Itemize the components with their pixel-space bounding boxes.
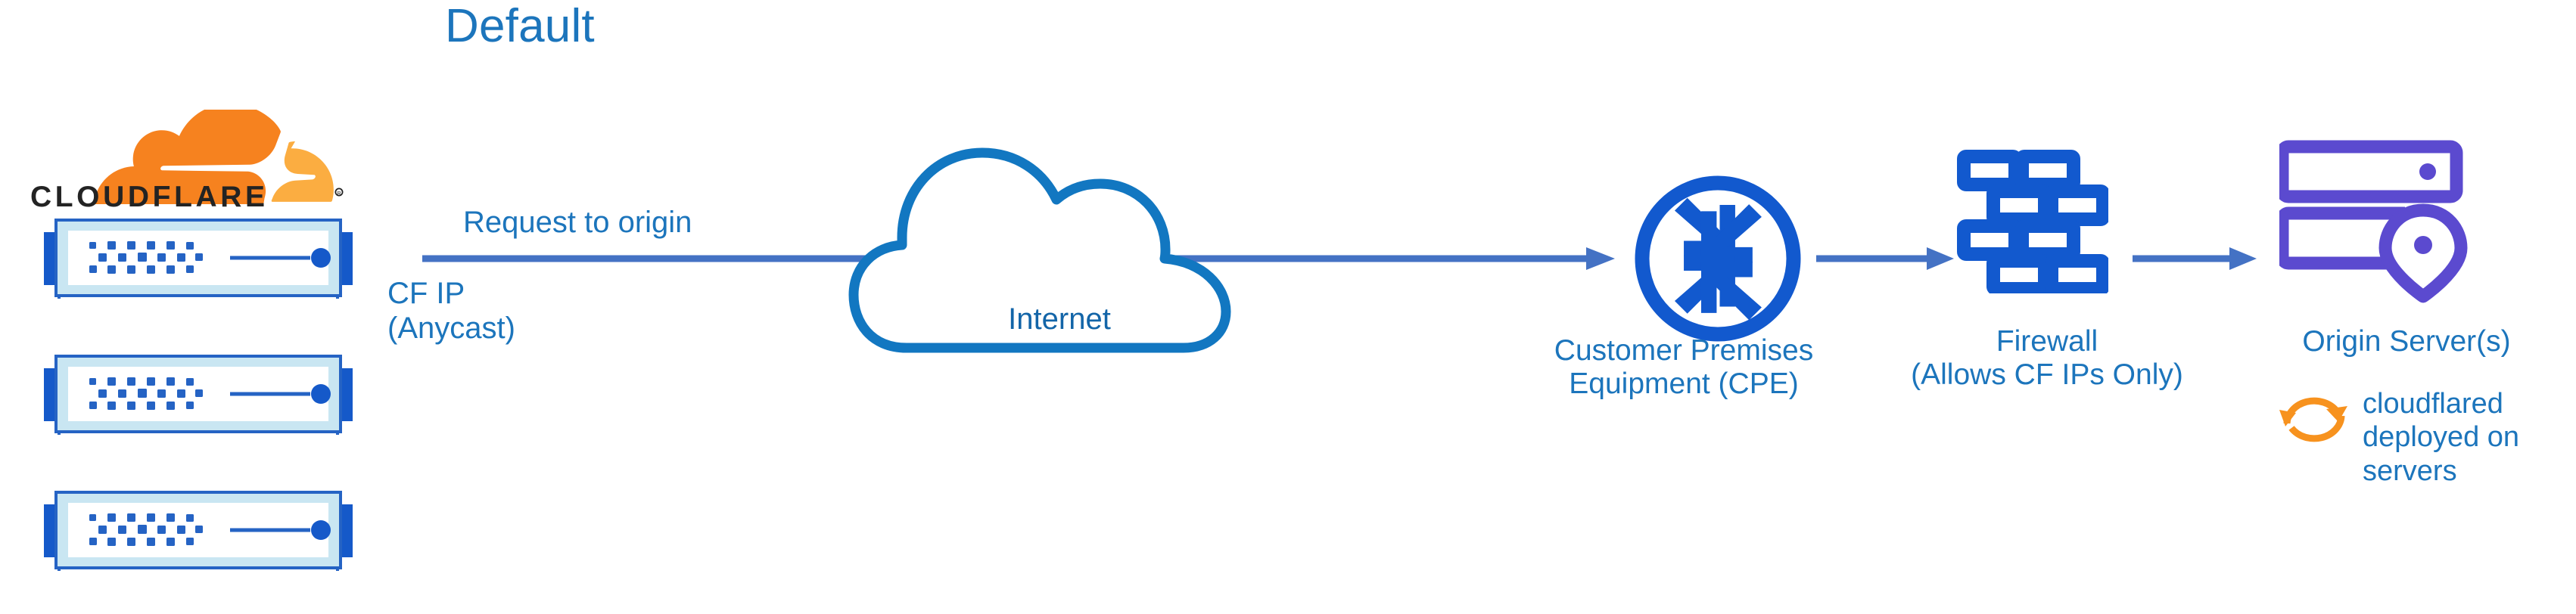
origin-server-label: Origin Server(s): [2302, 325, 2511, 358]
brick-wall-icon: [1957, 150, 2108, 293]
internet-label: Internet: [1008, 302, 1111, 336]
rack-server-unit-icon: [44, 219, 353, 299]
arrow-cpe-to-firewall: [1816, 247, 1954, 270]
cf-ip-anycast-label: CF IP (Anycast): [387, 277, 515, 346]
request-to-origin-label: Request to origin: [463, 206, 692, 239]
rack-server-unit-icon: [44, 355, 353, 435]
router-four-arrows-circle-icon: [1635, 175, 1801, 342]
cloudflare-wordmark: CLOUDFLARE R: [30, 181, 344, 212]
svg-text:R: R: [337, 191, 341, 197]
server-with-location-pin-icon: [2279, 140, 2468, 303]
svg-text:CLOUDFLARE: CLOUDFLARE: [30, 181, 269, 212]
cpe-label: Customer Premises Equipment (CPE): [1554, 334, 1814, 401]
page-title: Default: [445, 0, 595, 52]
rack-server-unit-icon: [44, 491, 353, 571]
cloudflared-annotation-label: cloudflared deployed on servers: [2363, 388, 2520, 487]
arrow-firewall-to-origin: [2133, 247, 2257, 270]
refresh-sync-arrows-icon: [2279, 397, 2347, 442]
cloud-outline-icon: [848, 147, 1231, 353]
firewall-label: Firewall (Allows CF IPs Only): [1911, 325, 2183, 392]
cloudflare-cloud-icon: [94, 110, 334, 204]
